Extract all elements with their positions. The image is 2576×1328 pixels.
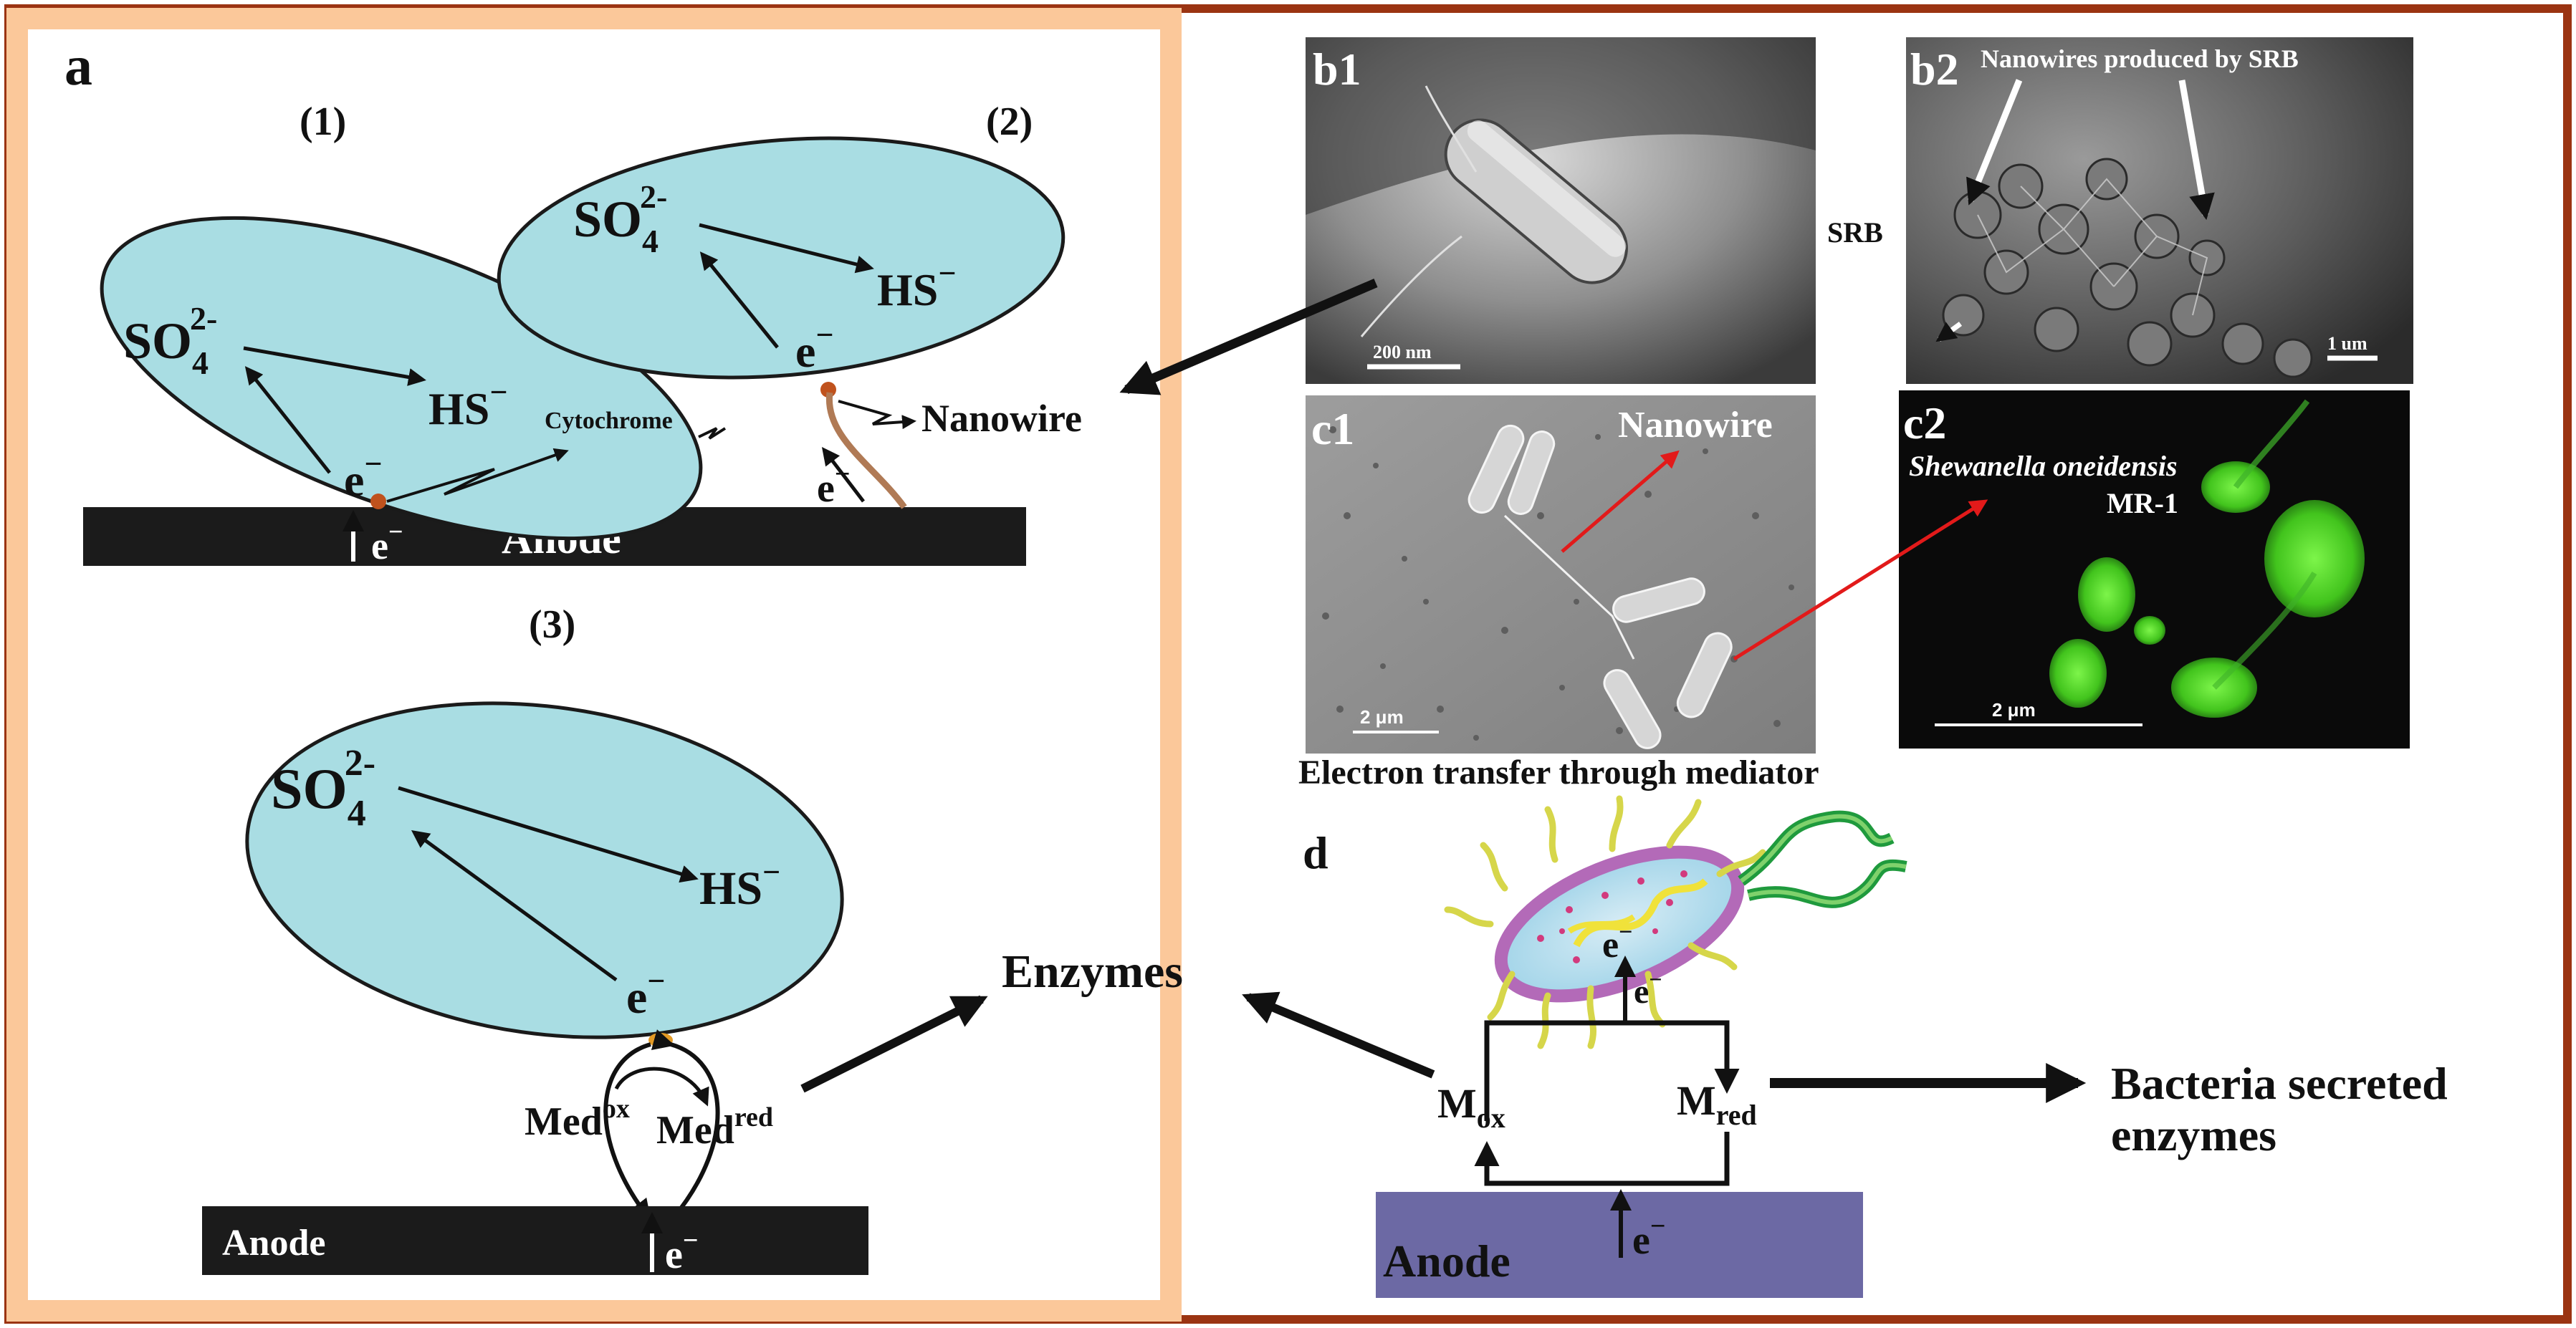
enzymes-label: Enzymes <box>1002 946 1183 998</box>
b1-label: b1 <box>1313 44 1361 95</box>
contact-point-3 <box>648 1033 673 1047</box>
b2-nanowire-mesh <box>1977 178 2208 316</box>
c1-bacteria <box>1467 424 1733 749</box>
c1-nanowire-label: Nanowire <box>1618 405 1773 446</box>
panel-a-label: a <box>64 34 92 97</box>
subpanel-3-label: (3) <box>529 602 575 647</box>
c1-scale-label: 2 μm <box>1360 706 1404 728</box>
electron-label-2: e− <box>795 317 833 377</box>
c1-label: c1 <box>1311 403 1354 454</box>
cytochrome-tail <box>698 427 727 440</box>
subpanel-1-label: (1) <box>300 100 346 144</box>
cell-3 <box>245 701 844 1039</box>
panel-d-label: d <box>1303 827 1328 878</box>
sulfate-label-1: SO42- <box>123 300 217 381</box>
m-red-label: Mred <box>1677 1077 1757 1131</box>
arrow-sulfate-sulfide-2 <box>699 223 874 274</box>
contact-point-1 <box>370 494 386 509</box>
mediator-cycle-bottom <box>1474 1132 1730 1186</box>
subpanel-2-label: (2) <box>986 100 1033 144</box>
cell-1 <box>100 216 703 541</box>
caption-electron-transfer: Electron transfer through mediator <box>1298 754 1819 791</box>
sulfate-label-2: SO42- <box>573 178 667 259</box>
electron-anode-1: e− <box>371 517 403 567</box>
electron-in-bacterium: e− <box>1602 919 1632 966</box>
c2-label: c2 <box>1903 398 1946 448</box>
arrow-sulfate-sulfide-1 <box>243 346 426 386</box>
c2-strain-label: MR-1 <box>2107 487 2178 519</box>
arrow-sulfate-sulfide-3 <box>398 786 699 883</box>
mediator-cycle-top-arrow <box>614 1067 709 1107</box>
mediator-cycle-right <box>651 1029 720 1219</box>
b2-arrow-right <box>2178 80 2215 221</box>
sem-image-c1 <box>1306 395 1816 754</box>
mediator-ox-label: Medox <box>525 1094 630 1144</box>
b2-caption: Nanowires produced by SRB <box>1981 44 2299 73</box>
nanowire-cable <box>825 392 907 509</box>
arrow-sem-to-nanowire <box>1119 279 1378 395</box>
bacteria-secreted-line2: enzymes <box>2111 1110 2276 1160</box>
sulfide-label-2: HS− <box>877 256 956 315</box>
nanowire-label-a: Nanowire <box>921 397 1082 440</box>
arrow-electron-sulfate-2 <box>699 251 779 349</box>
anode-label-3: Anode <box>222 1223 325 1264</box>
cell-2 <box>497 136 1066 380</box>
b1-appendage-2 <box>1425 85 1478 173</box>
arrow-electron-nanowire <box>821 447 865 503</box>
cytochrome-path <box>386 448 569 503</box>
cytochrome-label: Cytochrome <box>545 408 673 434</box>
mediator-red-label: Medred <box>656 1102 773 1153</box>
mediator-cycle-left <box>603 1042 651 1221</box>
b1-scale-label: 200 nm <box>1373 342 1432 362</box>
arrow-mediator-enzymes <box>800 995 988 1093</box>
anode-bar-3 <box>202 1206 868 1275</box>
nanowire-pointer <box>838 400 916 430</box>
b2-label: b2 <box>1910 44 1959 95</box>
bacterium-illustration <box>1444 795 1907 1049</box>
arrow-electron-sulfate-1 <box>244 366 331 474</box>
b1-appendage <box>1360 235 1462 337</box>
c2-scale-label: 2 μm <box>1992 699 2036 721</box>
b2-arrow-left <box>1966 79 2023 206</box>
sulfide-label-3: HS− <box>699 855 780 915</box>
b1-surface-shade <box>1306 37 1816 215</box>
electron-above-mediator: e− <box>1634 966 1662 1011</box>
c2-species-label: Shewanella oneidensis <box>1909 450 2178 482</box>
electron-nanowire-label: e− <box>817 459 851 511</box>
c1-nanowire-strand <box>1503 514 1635 660</box>
b1-rod-bacterium <box>1444 118 1628 284</box>
c2-fluorescent-cells <box>2049 399 2365 718</box>
sulfate-label-3: SO42- <box>271 743 375 834</box>
arrow-electron-sulfate-3 <box>411 830 618 982</box>
red-arrow-c1-to-c2 <box>1733 499 1988 661</box>
sulfide-label-1: HS− <box>428 375 507 434</box>
electron-label-1: e− <box>344 446 382 506</box>
mediator-cycle-top <box>1484 1020 1740 1121</box>
b2-scale-label: 1 um <box>2327 333 2367 354</box>
arrow-mox-to-enzymes <box>1242 991 1435 1079</box>
electron-anode-d: e− <box>1632 1211 1666 1263</box>
c1-red-arrow-nanowire <box>1561 450 1680 553</box>
bacteria-secreted-line1: Bacteria secreted <box>2111 1058 2448 1109</box>
c2-species-name: Shewanella oneidensis <box>1909 450 2178 482</box>
electron-label-3: e− <box>626 963 665 1024</box>
anode-label-d: Anode <box>1383 1236 1510 1286</box>
srb-label: SRB <box>1827 216 1883 249</box>
b2-arrow-small <box>1935 322 1963 342</box>
electron-anode-3: e− <box>665 1226 699 1277</box>
m-ox-label: Mox <box>1437 1080 1505 1134</box>
